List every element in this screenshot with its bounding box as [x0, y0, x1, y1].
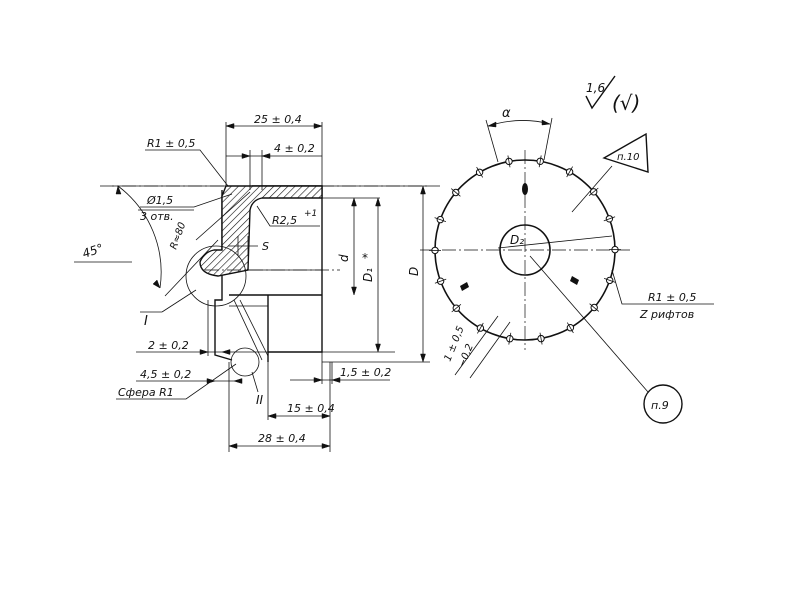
- dim-4: 4 ± 0,2: [226, 142, 322, 190]
- rib-tick: [507, 155, 511, 168]
- callout-n10-label: п.10: [617, 152, 639, 163]
- dim-holes-count: 3 отв.: [140, 210, 174, 223]
- dim-28: 28 ± 0,4: [228, 362, 331, 452]
- radius-80-label: R≈80: [168, 221, 188, 251]
- dim-r25-label: R2,5: [272, 214, 297, 227]
- sphere-callout: Сфера R1: [116, 363, 237, 400]
- rib-radius-label: R1 ± 0,5: [648, 291, 696, 304]
- rib-tick: [508, 332, 512, 345]
- rib-tick: [566, 166, 573, 178]
- rib-tick: [589, 303, 600, 312]
- rib-tick: [476, 166, 484, 178]
- dim-d1: D₁ *: [322, 197, 395, 353]
- angle-45: 45°: [74, 185, 226, 297]
- rib-tick: [566, 322, 574, 334]
- dim-15: 15 ± 0,4: [267, 362, 335, 420]
- alpha-angle: α: [485, 106, 553, 163]
- dim-holes: Ø1,5 3 отв.: [138, 193, 233, 223]
- d2-label: D₂: [510, 233, 524, 247]
- front-view: [420, 150, 630, 350]
- sphere-label: Сфера R1: [118, 386, 174, 399]
- alpha-label: α: [502, 106, 511, 121]
- rib-count-label: Z рифтов: [639, 308, 694, 321]
- dim-2: 2 ± 0,2: [136, 300, 268, 356]
- dim-s: S: [228, 236, 269, 256]
- dim-25-label: 25 ± 0,4: [254, 113, 302, 126]
- detail-marker-2-label: II: [256, 393, 264, 407]
- rib-tick: [477, 322, 484, 334]
- detail-marker-1: I: [140, 289, 197, 329]
- rib-tick: [603, 216, 616, 222]
- roughness-general-symbol: (√): [612, 91, 640, 115]
- inner-markers: [460, 183, 579, 291]
- rib-tick: [451, 303, 462, 313]
- dim-s-label: S: [262, 240, 269, 253]
- dim-15-small: 1,5 ± 0,2: [290, 352, 391, 384]
- detail-marker-1-label: I: [144, 314, 148, 329]
- rib-tick: [538, 155, 542, 168]
- dim-d: d: [337, 197, 357, 296]
- rib-callout: R1 ± 0,5 Z рифтов: [611, 269, 714, 321]
- marker-top: [522, 183, 528, 195]
- rubber-section: [199, 185, 323, 277]
- roughness-symbol: 1,6 (√): [585, 75, 640, 115]
- marker-left: [460, 282, 469, 291]
- rib-tick: [450, 188, 461, 197]
- dim-big-d-label: D: [407, 267, 421, 276]
- detail-circle-2: [230, 347, 260, 377]
- dim-45-label: 4,5 ± 0,2: [140, 368, 191, 381]
- dim-15-small-label: 1,5 ± 0,2: [340, 366, 391, 379]
- rib-tick: [603, 278, 616, 283]
- rib-tick: [539, 332, 543, 345]
- dim-4-label: 4 ± 0,2: [274, 142, 315, 155]
- rim-ribs: [429, 155, 621, 345]
- dim-r1-edge-label: R1 ± 0,5: [147, 137, 195, 150]
- dim-25: 25 ± 0,4: [225, 113, 323, 186]
- dim-r25-tolerance: +1: [304, 209, 317, 219]
- dim-2-label: 2 ± 0,2: [148, 339, 189, 352]
- callout-n9-label: п.9: [651, 399, 669, 412]
- dim-r25: R2,5 +1: [256, 205, 320, 227]
- detail-circle-1: [185, 245, 247, 307]
- rib-tick: [434, 278, 447, 284]
- dim-d1-label: D₁: [361, 268, 375, 282]
- dim-r1-edge: R1 ± 0,5: [145, 137, 229, 187]
- detail-marker-2: II: [251, 371, 264, 407]
- dim-28-label: 28 ± 0,4: [258, 432, 306, 445]
- dim-big-d: D: [322, 185, 430, 363]
- side-view-section: [100, 185, 440, 377]
- callout-n9: п.9: [529, 255, 683, 424]
- dim-45: 4,5 ± 0,2: [136, 368, 243, 384]
- dim-15-label: 15 ± 0,4: [287, 402, 335, 415]
- dim-d1-mark: *: [362, 251, 368, 265]
- angle-45-label: 45°: [81, 241, 106, 261]
- marker-right: [570, 276, 579, 285]
- dim-d-label: d: [337, 254, 351, 262]
- roughness-value: 1,6: [586, 81, 605, 95]
- dim-holes-diameter: Ø1,5: [146, 194, 173, 207]
- rib-tick: [434, 217, 447, 222]
- callout-n10: п.10: [571, 132, 649, 213]
- rib-tick: [588, 187, 599, 197]
